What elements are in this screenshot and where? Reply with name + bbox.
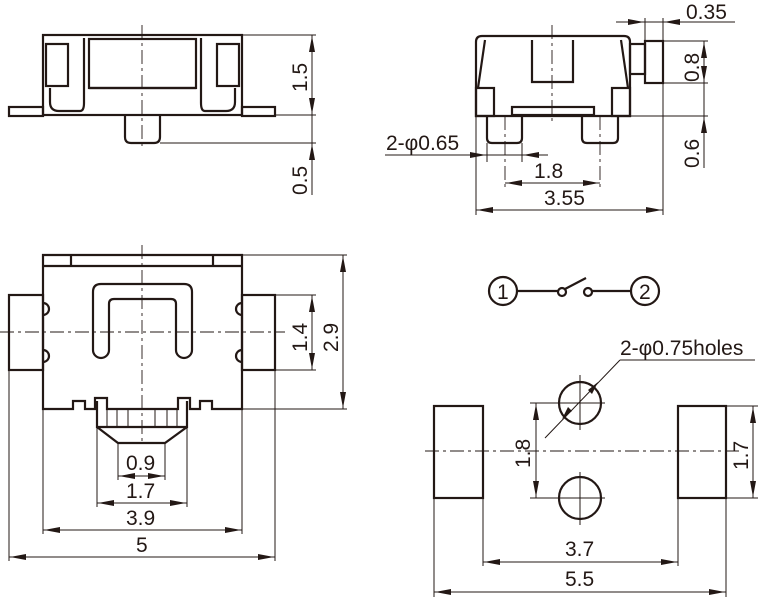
dim-2-phi-0-65: 2-φ0.65 bbox=[386, 132, 459, 155]
dim-1-8: 1.8 bbox=[534, 160, 563, 183]
dim-0-5: 0.5 bbox=[289, 166, 312, 195]
pcb-dim-5-5: 5.5 bbox=[565, 568, 594, 591]
terminal-2-label: 2 bbox=[639, 281, 651, 304]
dim-0-35: 0.35 bbox=[686, 1, 727, 24]
pcb-dim-3-7: 3.7 bbox=[565, 538, 594, 561]
top-view: 0.9 1.7 3.9 5 1.4 2.9 bbox=[0, 245, 347, 561]
dim-3-55: 3.55 bbox=[544, 187, 585, 210]
dim-1-7: 1.7 bbox=[126, 480, 155, 503]
dim-1-5: 1.5 bbox=[289, 63, 312, 92]
pcb-dim-1-7: 1.7 bbox=[730, 441, 753, 470]
terminal-1-label: 1 bbox=[497, 281, 509, 304]
front-view: 0.35 0.8 0.6 2-φ0.65 1.8 3.55 bbox=[385, 1, 735, 215]
dim-3-9: 3.9 bbox=[126, 507, 155, 530]
dim-5: 5 bbox=[136, 534, 148, 557]
dim-2-9: 2.9 bbox=[320, 323, 343, 352]
pcb-layout: 2-φ0.75holes 1.8 1.7 3.7 5.5 bbox=[425, 337, 758, 597]
side-view: 1.5 0.5 bbox=[7, 25, 316, 195]
switch-schematic: 1 2 bbox=[487, 275, 661, 307]
holes-label: 2-φ0.75holes bbox=[620, 337, 743, 360]
dim-0-6: 0.6 bbox=[681, 139, 704, 168]
dim-0-8: 0.8 bbox=[681, 53, 704, 82]
dim-1-4: 1.4 bbox=[289, 322, 312, 352]
dim-0-9: 0.9 bbox=[126, 452, 155, 475]
pcb-dim-1-8: 1.8 bbox=[512, 439, 535, 468]
